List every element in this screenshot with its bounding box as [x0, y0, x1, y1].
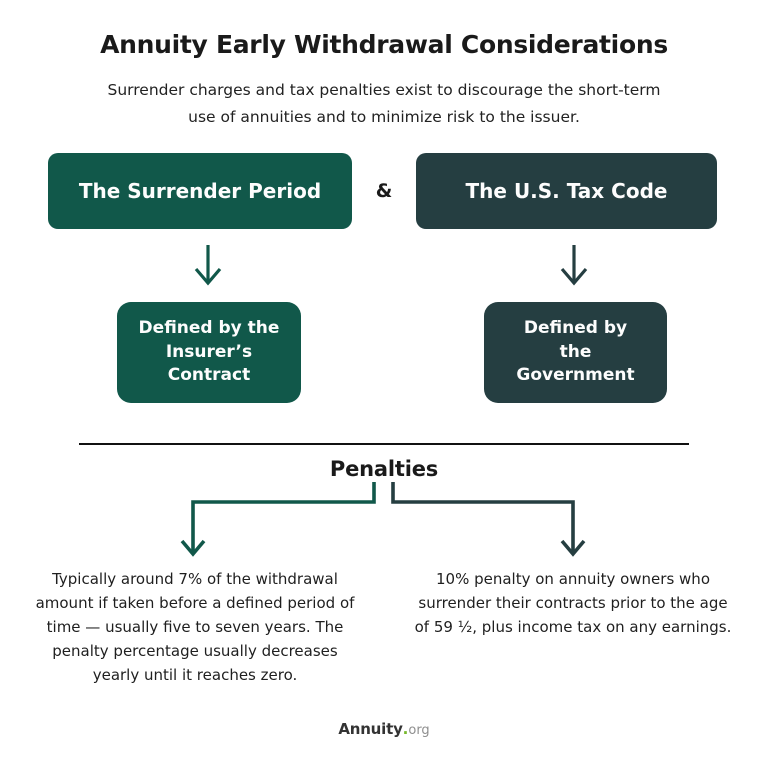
ampersand-text: & [375, 180, 393, 202]
insurer-contract-box: Defined by the Insurer’s Contract [117, 302, 301, 403]
tax-code-label: The U.S. Tax Code [465, 179, 668, 203]
down-arrow-icon [194, 245, 222, 286]
tax-code-box: The U.S. Tax Code [416, 153, 717, 229]
brand-logo: Annuity.org [0, 720, 768, 738]
down-arrow-icon [560, 245, 588, 286]
section-divider [79, 443, 689, 445]
penalties-heading: Penalties [329, 457, 439, 481]
surrender-period-label: The Surrender Period [78, 179, 322, 203]
insurer-contract-label: Defined by the Insurer’s Contract [138, 318, 280, 386]
page-title: Annuity Early Withdrawal Considerations [100, 30, 668, 59]
brand-logo-name: Annuity [338, 720, 403, 738]
government-box: Defined by the Government [484, 302, 667, 403]
branch-arrows-icon [180, 482, 586, 557]
surrender-penalty-text: Typically around 7% of the withdrawal am… [35, 570, 355, 684]
tax-penalty-text: 10% penalty on annuity owners who surren… [414, 570, 732, 636]
brand-logo-tld: org [408, 723, 430, 738]
government-label: Defined by the Government [516, 318, 635, 386]
surrender-period-box: The Surrender Period [48, 153, 352, 229]
page-subtitle: Surrender charges and tax penalties exis… [107, 81, 661, 126]
brand-logo-dot: . [402, 720, 409, 738]
